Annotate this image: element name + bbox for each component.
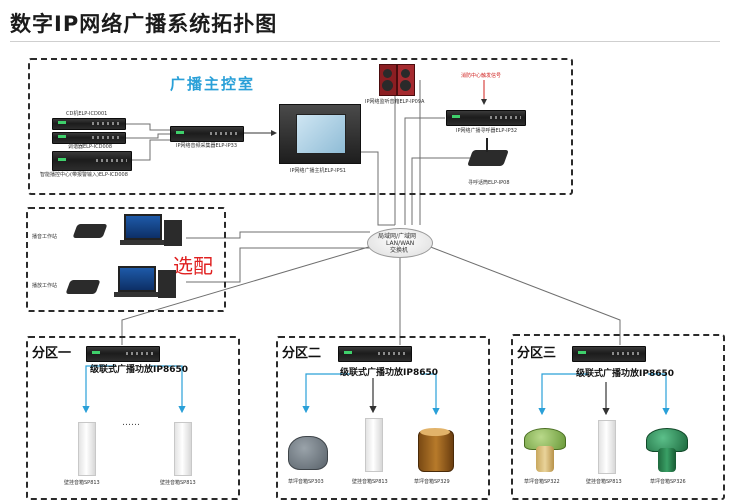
zone3-amplifier — [572, 346, 646, 362]
z2-arrow-right — [420, 373, 440, 416]
control-room-zone — [28, 58, 573, 195]
broadcast-server-device — [279, 104, 361, 164]
zone2-label: 分区二 — [282, 346, 322, 361]
network-label-2: LAN/WAN — [386, 240, 415, 247]
diagram-title: 数字IP网络广播系统拓扑图 — [10, 12, 278, 36]
paging-microphone-label: 寻呼话筒ELP-IP08 — [468, 180, 510, 186]
audio-collector-label: IP网络音频采集器ELP-IP33 — [176, 143, 237, 149]
station1-tower — [164, 220, 182, 246]
tuner-label: 调谐器ELP-ICD008 — [68, 144, 113, 150]
paging-microphone-stalk — [486, 138, 488, 152]
zone2-amplifier-label: 级联式广播功放IP8650 — [340, 368, 438, 378]
z1-arrow-right — [150, 365, 186, 414]
wire-tuner-switcher — [124, 133, 170, 139]
optional-stations-zone — [26, 207, 226, 312]
wire-station2-net — [186, 247, 372, 283]
zone1-label: 分区一 — [32, 346, 72, 361]
paging-microphone-device — [467, 150, 509, 166]
zone3-wall-speaker — [598, 420, 616, 474]
network-switch-cloud — [367, 228, 433, 258]
smart-center-label: 智能播控中心(带报警输入)ELP-ICD008 — [40, 172, 128, 178]
server-touch-screen — [296, 114, 346, 154]
z1-arrow-left — [82, 365, 115, 414]
zone3-label: 分区三 — [517, 346, 557, 361]
paging-host-label: IP网络广播寻呼器ELP-IP32 — [456, 128, 517, 134]
z3-arrow-right — [648, 373, 670, 416]
wire-cd-switcher — [124, 123, 170, 131]
zone3-speaker-label-3: 草坪音箱SP326 — [650, 479, 686, 485]
zone1-wall-speaker-2 — [174, 422, 192, 476]
zone1-ellipsis: …… — [122, 418, 140, 428]
cd-player-device — [52, 118, 126, 130]
zone2-stump-speaker — [418, 430, 454, 472]
optional-label: 选配 — [173, 254, 213, 278]
zone1-amplifier-label: 级联式广播功放IP8650 — [90, 365, 188, 375]
network-label-1: 局域网/广域网 — [378, 233, 417, 240]
network-label-3: 交换机 — [390, 247, 409, 254]
z3-arrow-left — [538, 373, 588, 416]
station1-monitor — [124, 214, 162, 240]
zone1-wall-speaker-1 — [78, 422, 96, 476]
zone1-speaker-label-1: 壁挂音箱SP813 — [64, 480, 100, 486]
station1-mic — [72, 224, 108, 238]
control-room-label: 广播主控室 — [170, 75, 256, 93]
zone3-mushroom-speaker-1-stem — [536, 446, 554, 472]
wire-server-net — [360, 151, 395, 226]
zone1-speaker-label-2: 壁挂音箱SP813 — [160, 480, 196, 486]
station1-keyboard — [120, 240, 164, 245]
tuner-device — [52, 132, 126, 144]
monitor-speaker-label: IP网络监听音箱ELP-IP09A — [365, 99, 425, 105]
zone3-mushroom-speaker-2-stem — [658, 448, 676, 472]
audio-collector-device — [170, 126, 244, 142]
station2-tower — [158, 270, 176, 298]
zone2-speaker-label-2: 壁挂音箱SP813 — [352, 479, 388, 485]
zone2-rock-speaker — [288, 436, 328, 470]
wire-net-zone3 — [427, 245, 621, 345]
smart-center-device — [52, 151, 132, 171]
paging-host-device — [446, 110, 526, 126]
title-divider — [10, 41, 720, 42]
station2-mic — [65, 280, 101, 294]
station1-label: 播音工作站 — [32, 234, 58, 240]
wire-mic-net — [411, 157, 470, 225]
zone2-box — [276, 336, 490, 500]
monitor-speaker-device-2 — [397, 64, 415, 96]
zone2-speaker-label-3: 草坪音箱SP329 — [414, 479, 450, 485]
wire-station1-net — [186, 231, 370, 239]
alarm-trigger-label: 消防中心触发信号 — [461, 73, 502, 79]
station2-monitor — [118, 266, 156, 292]
z2-arrow-left — [302, 373, 350, 414]
zone2-speaker-label-1: 草坪音箱SP303 — [288, 479, 324, 485]
wire-center-switcher — [130, 139, 170, 161]
zone3-speaker-label-1: 草坪音箱SP322 — [524, 479, 560, 485]
zone3-amplifier-label: 级联式广播功放IP8650 — [576, 369, 674, 379]
station2-keyboard — [114, 292, 158, 297]
monitor-speaker-device — [379, 64, 397, 96]
zone3-speaker-label-2: 壁挂音箱SP813 — [586, 479, 622, 485]
zone3-box — [511, 334, 725, 500]
zone1-box — [26, 336, 240, 500]
wire-pager-net — [404, 117, 445, 225]
zone2-wall-speaker — [365, 418, 383, 472]
zone2-stump-top — [420, 428, 450, 436]
zone1-amplifier — [86, 346, 160, 362]
zone2-amplifier — [338, 346, 412, 362]
station2-label: 播放工作站 — [32, 283, 58, 289]
broadcast-server-label: IP网络广播主机ELP-IPS1 — [290, 168, 346, 174]
cd-player-label: CD机ELP-ICD001 — [66, 111, 108, 117]
